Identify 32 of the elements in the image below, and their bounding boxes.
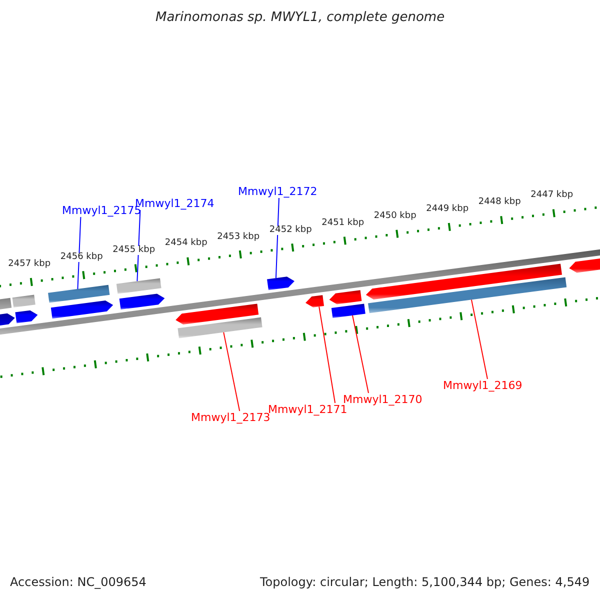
gene-name: Mmwyl1_2172 <box>238 186 318 197</box>
gene-bar <box>368 277 567 314</box>
leader-line <box>223 332 240 412</box>
gene-name: Mmwyl1_2169 <box>443 380 522 391</box>
title: Marinomonas sp. MWYL1, complete genome <box>156 11 445 24</box>
scale-label: 2452 kbp <box>269 226 312 235</box>
scale-label: 2455 kbp <box>112 246 156 256</box>
gene-name: Mmwyl1_2171 <box>268 404 348 415</box>
scale-label: 2453 kbp <box>217 232 260 242</box>
gene-name: Mmwyl1_2170 <box>343 394 422 405</box>
gene-feature <box>306 295 324 308</box>
gene-bar <box>116 278 162 294</box>
leader-line <box>77 216 82 290</box>
genome-info-text: Topology: circular; Length: 5,100,344 bp; Genes: 4,549 <box>260 576 590 588</box>
gene-feature <box>267 276 294 290</box>
gene-name: Mmwyl1_2173 <box>191 412 270 423</box>
scale-label: 2449 kbp <box>426 205 469 214</box>
leader-line <box>318 306 336 404</box>
scale-label: 2456 kbp <box>60 253 103 262</box>
accession-text: Accession: NC_009654 <box>10 576 146 588</box>
gene-bar <box>178 317 262 338</box>
leader-line <box>352 314 369 394</box>
gene-bar <box>48 284 110 303</box>
scale-label: 2454 kbp <box>164 239 208 248</box>
scale-label: 2447 kbp <box>530 191 574 200</box>
scale-label: 2448 kbp <box>478 198 521 208</box>
leader-line <box>275 198 280 279</box>
leader-line <box>470 299 488 380</box>
gene-bar <box>331 304 366 318</box>
scale-label: 2451 kbp <box>322 218 364 228</box>
scale-label: 2450 kbp <box>374 212 416 221</box>
scale-label: 2457 kbp <box>8 260 51 270</box>
